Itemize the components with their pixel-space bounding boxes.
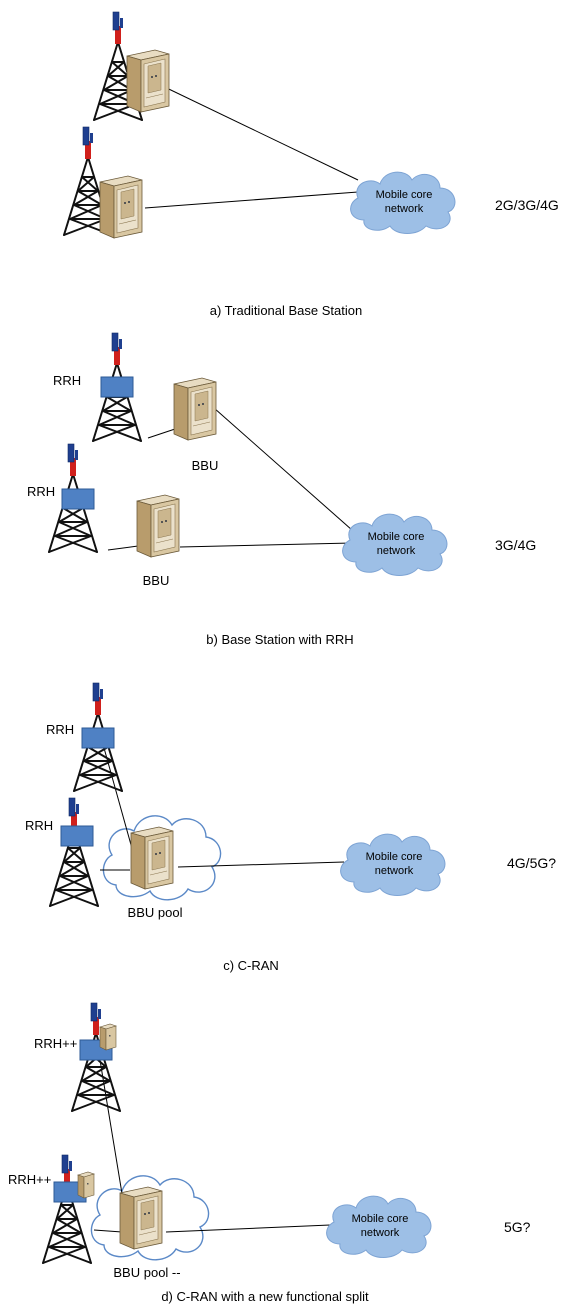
link-a2 bbox=[144, 191, 359, 209]
rrh-box-icon bbox=[100, 376, 134, 398]
panel-a: Mobile core network 2G/3G/4G a) Traditio… bbox=[63, 11, 559, 318]
core-network-label-line2: network bbox=[361, 1227, 400, 1239]
link-d3 bbox=[165, 1224, 331, 1233]
server-icon bbox=[126, 49, 170, 113]
rrh-box-icon bbox=[61, 488, 95, 510]
server-icon bbox=[130, 826, 174, 890]
panel-b: RRH BBU RRH BBU Mobile core network 3G/4… bbox=[27, 332, 536, 647]
link-b1 bbox=[147, 427, 179, 439]
panel-d: RRH++ RRH++ BBU pool -- Mobile core netw… bbox=[8, 1002, 531, 1304]
bbu-label: BBU bbox=[143, 573, 170, 588]
core-network-label-line1: Mobile core bbox=[352, 1213, 409, 1225]
link-d2 bbox=[93, 1229, 123, 1233]
generation-label: 4G/5G? bbox=[507, 855, 556, 871]
rrh-label: RRH++ bbox=[8, 1172, 51, 1187]
rrh-box-icon bbox=[81, 727, 115, 749]
generation-label: 2G/3G/4G bbox=[495, 197, 559, 213]
rrh-label: RRH bbox=[27, 484, 55, 499]
bbu-label: BBU bbox=[192, 458, 219, 473]
server-icon bbox=[99, 1023, 117, 1051]
rrh-label: RRH bbox=[25, 818, 53, 833]
link-b2 bbox=[213, 407, 353, 531]
rrh-label: RRH bbox=[46, 722, 74, 737]
server-icon bbox=[136, 494, 180, 558]
cell-tower-icon bbox=[49, 797, 99, 907]
core-network-label-line2: network bbox=[385, 203, 424, 215]
bbu-pool-label: BBU pool -- bbox=[113, 1265, 180, 1280]
server-icon bbox=[99, 175, 143, 239]
rrh-box-icon bbox=[60, 825, 94, 847]
core-network-label-line1: Mobile core bbox=[376, 189, 433, 201]
rrh-label: RRH++ bbox=[34, 1036, 77, 1051]
link-b3 bbox=[107, 545, 139, 551]
panel-caption: b) Base Station with RRH bbox=[206, 632, 353, 647]
core-network-label-line2: network bbox=[377, 545, 416, 557]
link-b4 bbox=[179, 542, 353, 548]
panel-c: RRH RRH BBU pool Mobile core network 4G/… bbox=[25, 682, 556, 973]
link-c3 bbox=[177, 861, 345, 868]
server-icon bbox=[173, 377, 217, 441]
rrh-label: RRH bbox=[53, 373, 81, 388]
generation-label: 3G/4G bbox=[495, 537, 536, 553]
server-icon bbox=[77, 1171, 95, 1199]
link-a1 bbox=[149, 79, 359, 181]
bbu-pool-label: BBU pool bbox=[128, 905, 183, 920]
server-icon bbox=[119, 1186, 163, 1250]
core-network-label-line1: Mobile core bbox=[366, 851, 423, 863]
panel-caption: c) C-RAN bbox=[223, 958, 279, 973]
core-network-label-line2: network bbox=[375, 865, 414, 877]
core-network-label-line1: Mobile core bbox=[368, 531, 425, 543]
panel-caption: a) Traditional Base Station bbox=[210, 303, 362, 318]
generation-label: 5G? bbox=[504, 1219, 531, 1235]
panel-caption: d) C-RAN with a new functional split bbox=[161, 1289, 369, 1304]
